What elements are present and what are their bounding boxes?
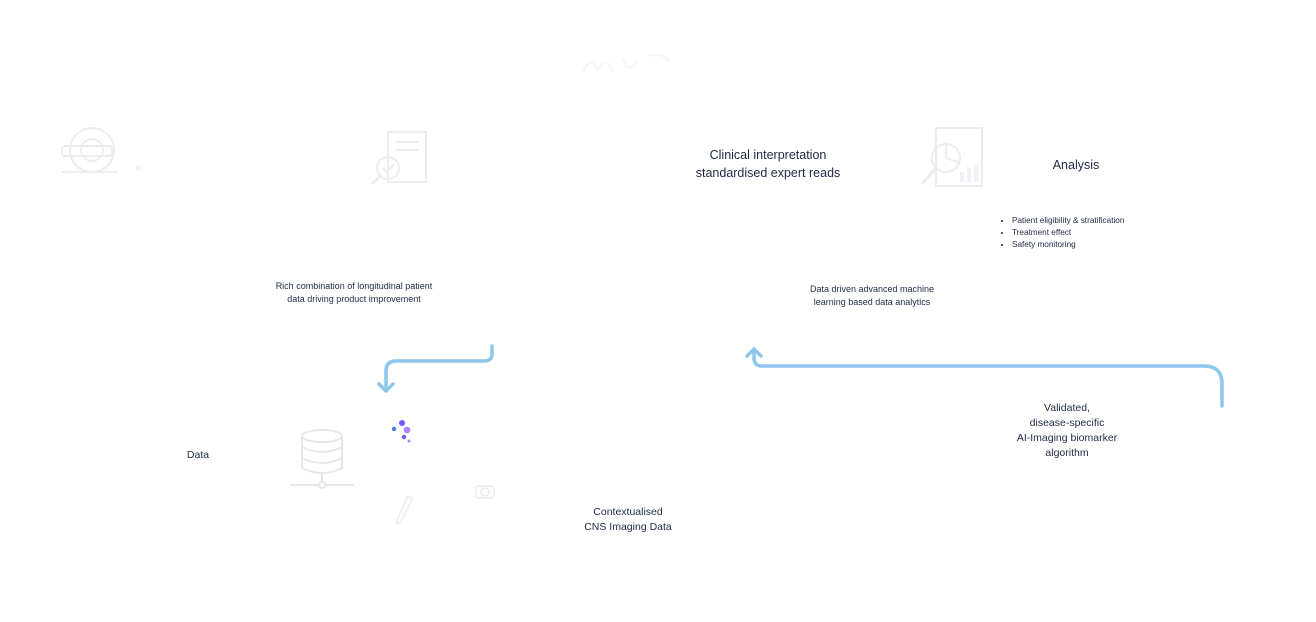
rich-line-1: Rich combination of longitudinal patient bbox=[275, 281, 433, 291]
database-icon bbox=[288, 428, 358, 490]
validated-algorithm-label: Validated, disease-specific AI-Imaging b… bbox=[992, 401, 1142, 461]
bullet-item: Patient eligibility & stratification bbox=[1012, 215, 1124, 227]
ml-line-2: learning based data analytics bbox=[813, 296, 931, 307]
data-label: Data bbox=[170, 448, 226, 463]
analysis-title: Analysis bbox=[1052, 158, 1100, 172]
mri-scanner-icon bbox=[58, 124, 148, 180]
cns-imaging-label: Contextualised CNS Imaging Data bbox=[558, 505, 698, 535]
ml-analytics-label: Data driven advanced machine learning ba… bbox=[772, 283, 972, 308]
rich-line-2: data driving product improvement bbox=[287, 293, 421, 304]
clinical-interpretation-label: Clinical interpretation standardised exp… bbox=[668, 146, 868, 182]
cns-line-1: Contextualised bbox=[593, 506, 663, 518]
validated-line-4: algorithm bbox=[1045, 447, 1089, 459]
bullet-item: Treatment effect bbox=[1012, 227, 1124, 239]
analytics-report-icon bbox=[918, 124, 986, 190]
clinical-line-1: Clinical interpretation bbox=[709, 148, 827, 162]
report-magnifier-icon bbox=[368, 128, 432, 188]
validated-line-1: Validated, bbox=[1044, 402, 1090, 414]
pen-icon bbox=[394, 494, 414, 528]
data-title: Data bbox=[186, 449, 210, 461]
validated-line-2: disease-specific bbox=[1029, 417, 1105, 429]
bullet-item: Safety monitoring bbox=[1012, 239, 1124, 251]
camera-icon bbox=[474, 482, 496, 500]
validated-line-3: AI-Imaging biomarker bbox=[1016, 432, 1118, 444]
return-arrow-right bbox=[744, 344, 1230, 408]
cns-line-2: CNS Imaging Data bbox=[584, 521, 672, 533]
analysis-label: Analysis bbox=[1026, 156, 1126, 174]
rich-combination-label: Rich combination of longitudinal patient… bbox=[234, 280, 474, 305]
ai-dots-icon bbox=[388, 418, 414, 446]
faint-logo-icon bbox=[578, 48, 678, 78]
return-arrow-left bbox=[372, 344, 498, 396]
ml-line-1: Data driven advanced machine bbox=[809, 284, 935, 294]
clinical-line-2: standardised expert reads bbox=[695, 166, 841, 180]
analysis-bullet-list: Patient eligibility & stratification Tre… bbox=[998, 215, 1124, 251]
